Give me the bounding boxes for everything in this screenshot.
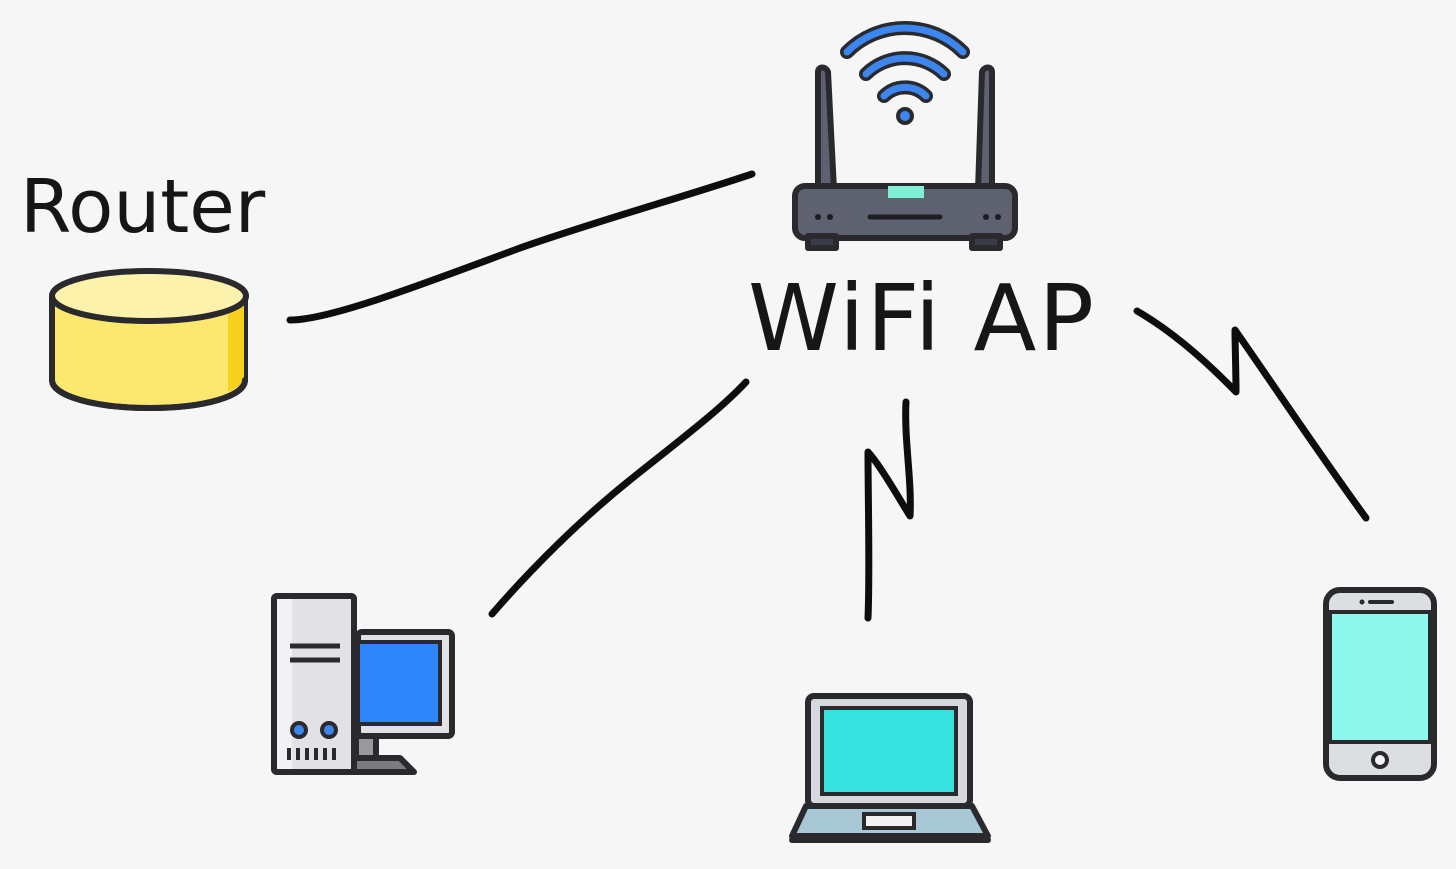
wireless-router-icon — [792, 20, 1018, 251]
wifi-ap-label: WiFi AP — [748, 265, 1096, 372]
link-router-wifi-ap — [286, 170, 756, 324]
link-wifi-ap-laptop-wireless — [864, 398, 914, 622]
link-wifi-ap-phone-wireless — [1133, 307, 1370, 522]
desktop-computer-icon — [271, 593, 455, 775]
router-label: Router — [20, 164, 266, 250]
link-wifi-ap-desktop — [488, 378, 750, 618]
router-icon — [49, 268, 249, 411]
laptop-icon — [789, 693, 991, 843]
smartphone-icon — [1323, 587, 1437, 781]
